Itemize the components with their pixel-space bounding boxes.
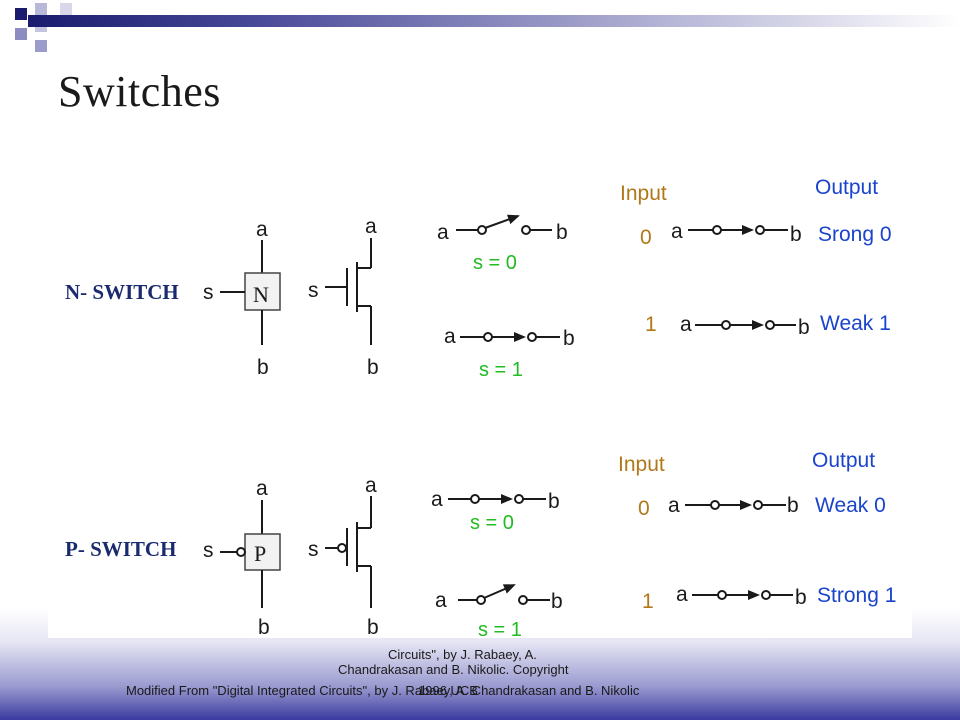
n-row1-switch xyxy=(695,320,796,330)
p-row0-input: 0 xyxy=(638,497,650,520)
n-closed-b: b xyxy=(563,327,575,350)
p-cond-s1: s = 1 xyxy=(478,619,522,641)
top-bar xyxy=(28,15,960,27)
p-box-term-b: b xyxy=(258,616,270,639)
pmos-transistor-symbol xyxy=(325,496,372,608)
p-row1-output: Strong 1 xyxy=(817,584,896,607)
p-row1-b: b xyxy=(795,586,807,609)
p-row1-switch xyxy=(692,590,793,600)
n-box-term-b: b xyxy=(257,356,269,379)
footer-line-d: 1996 UCB xyxy=(418,683,478,698)
n-cond-s1: s = 1 xyxy=(479,359,523,381)
n-row0-b: b xyxy=(790,223,802,246)
p-input-header: Input xyxy=(618,453,665,476)
n-open-switch xyxy=(456,214,552,235)
p-row0-b: b xyxy=(787,494,799,517)
n-box-term-s: s xyxy=(203,281,214,304)
p-box-term-a: a xyxy=(256,477,268,500)
n-switch-box-symbol xyxy=(220,240,281,345)
n-closed-switch xyxy=(460,332,560,342)
p-switch-box-symbol xyxy=(220,500,281,608)
p-open-a: a xyxy=(435,589,447,612)
footer-line-c: Modified From "Digital Integrated Circui… xyxy=(126,683,640,698)
n-open-b: b xyxy=(556,221,568,244)
n-open-a: a xyxy=(437,221,449,244)
p-row1-input: 1 xyxy=(642,590,654,613)
n-row1-a: a xyxy=(680,313,692,336)
n-row0-output: Srong 0 xyxy=(818,223,892,246)
p-box-letter: P xyxy=(254,541,266,566)
n-box-letter: N xyxy=(253,282,269,307)
nmos-transistor-symbol xyxy=(325,238,372,345)
n-box-term-a: a xyxy=(256,218,268,241)
n-row0-input: 0 xyxy=(640,226,652,249)
p-open-b: b xyxy=(551,590,563,613)
n-row1-input: 1 xyxy=(645,313,657,336)
n-cond-s0: s = 0 xyxy=(473,252,517,274)
n-row0-switch xyxy=(688,225,788,235)
pmos-term-a: a xyxy=(365,474,377,497)
nmos-term-a: a xyxy=(365,215,377,238)
p-box-term-s: s xyxy=(203,539,214,562)
p-closed-b: b xyxy=(548,490,560,513)
p-cond-s0: s = 0 xyxy=(470,512,514,534)
p-output-header: Output xyxy=(812,449,875,472)
p-closed-a: a xyxy=(431,488,443,511)
nmos-term-s: s xyxy=(308,279,319,302)
p-row0-switch xyxy=(685,500,786,510)
pmos-term-s: s xyxy=(308,538,319,561)
p-row0-a: a xyxy=(668,494,680,517)
footer-line-b: Chandrakasan and B. Nikolic. Copyright xyxy=(338,662,569,677)
p-row0-output: Weak 0 xyxy=(815,494,886,517)
nmos-term-b: b xyxy=(367,356,379,379)
n-input-header: Input xyxy=(620,182,667,205)
slide-title: Switches xyxy=(58,67,221,116)
n-output-header: Output xyxy=(815,176,878,199)
n-closed-a: a xyxy=(444,325,456,348)
p-row1-a: a xyxy=(676,583,688,606)
n-row1-output: Weak 1 xyxy=(820,312,891,335)
n-row1-b: b xyxy=(798,316,810,339)
p-open-switch xyxy=(458,584,550,605)
n-switch-label: N- SWITCH xyxy=(65,280,179,304)
corner-decoration xyxy=(15,3,72,52)
footer-line-a: Circuits", by J. Rabaey, A. xyxy=(388,647,537,662)
p-closed-switch xyxy=(448,494,546,504)
pmos-term-b: b xyxy=(367,616,379,639)
n-row0-a: a xyxy=(671,220,683,243)
p-switch-label: P- SWITCH xyxy=(65,537,176,561)
